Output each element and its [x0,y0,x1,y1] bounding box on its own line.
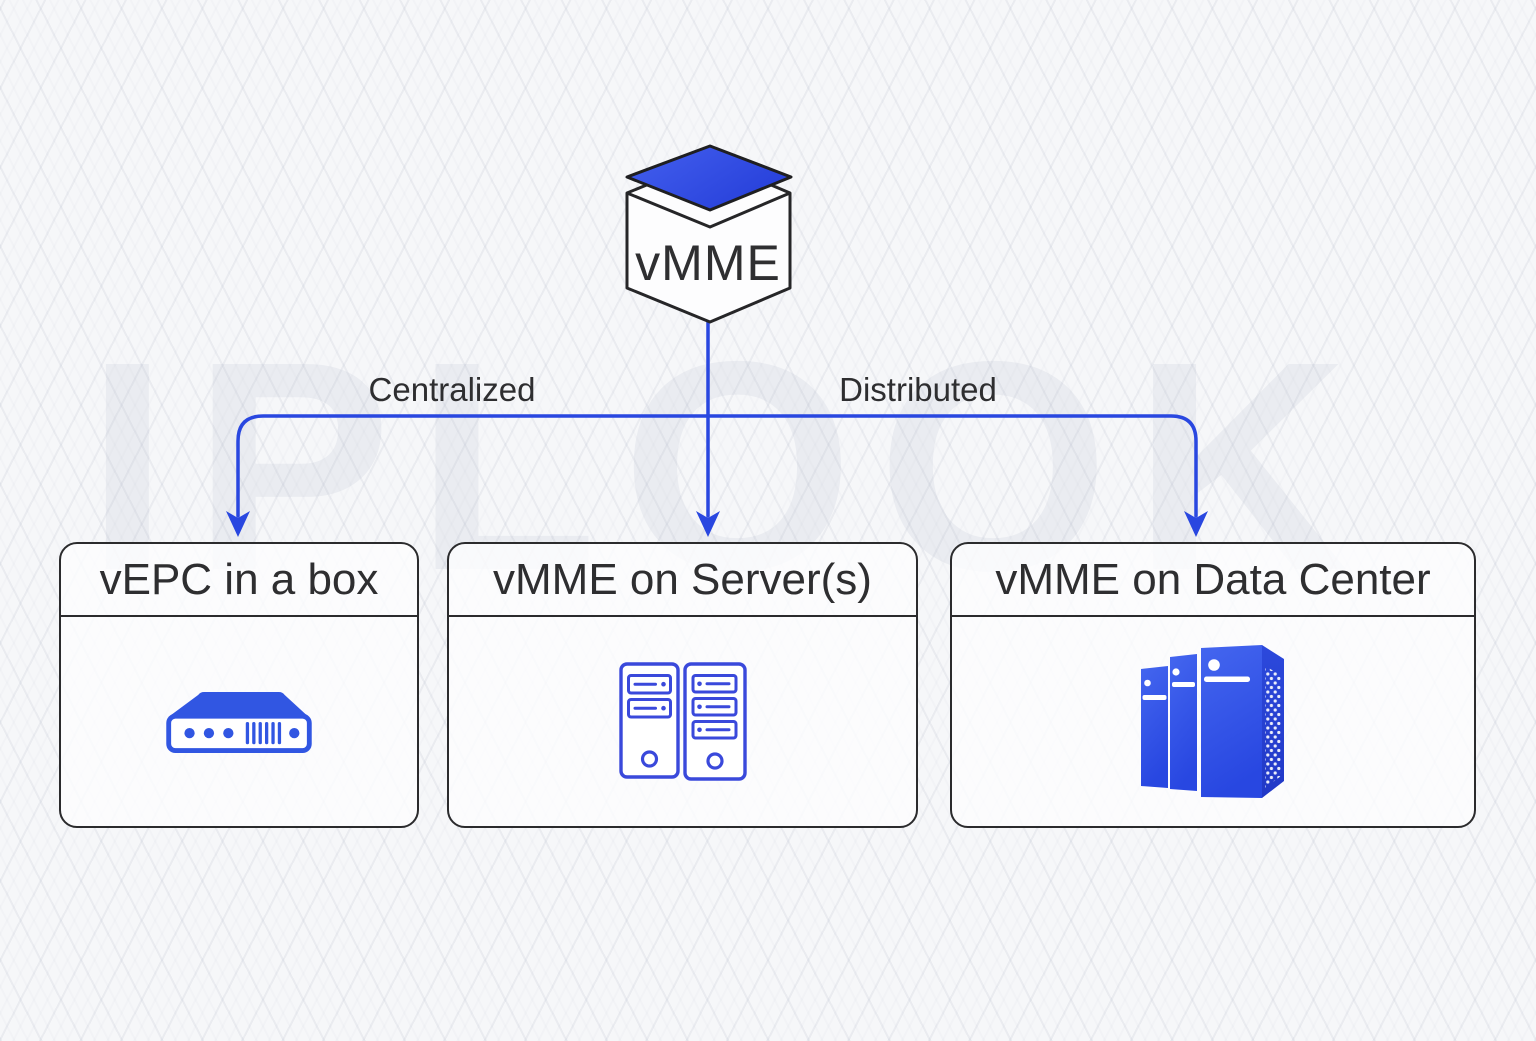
network-appliance-icon [166,691,312,753]
option-card-vmme-on-data-center: vMME on Data Center [950,542,1476,828]
branch-label-centralized: Centralized [368,371,536,408]
arrow-down-icons [226,511,1208,537]
card-body [449,617,916,826]
data-center-icon [1141,644,1284,798]
card-title: vMME on Server(s) [449,544,916,617]
branch-label-distributed: Distributed [839,371,997,408]
card-body [952,617,1474,826]
server-towers-icon [618,661,747,781]
card-body [61,617,417,826]
root-node-label: vMME [635,235,781,291]
option-card-vepc-in-a-box: vEPC in a box [59,542,419,828]
card-title: vMME on Data Center [952,544,1474,617]
card-title: vEPC in a box [61,544,417,617]
option-card-vmme-on-servers: vMME on Server(s) [447,542,918,828]
branch-connectors [236,320,1198,518]
cube-lid-icon [625,144,793,212]
